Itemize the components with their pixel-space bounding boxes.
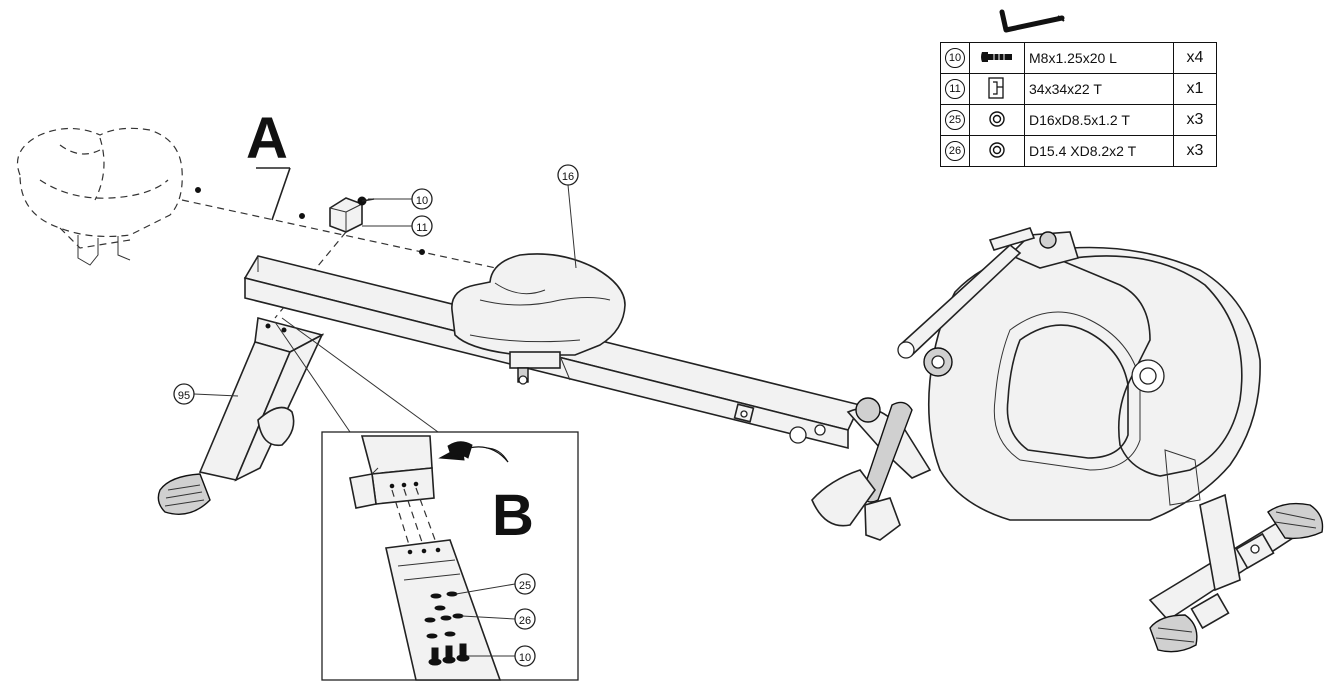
bracket-icon [988,76,1004,99]
hardware-qty: x1 [1173,73,1217,105]
flywheel-housing [927,231,1261,521]
callout-25 [514,573,536,595]
svg-text:11: 11 [416,222,427,234]
detail-inset-b: B [321,431,579,681]
hardware-row: 25 D16xD8.5x1.2 T x3 [940,104,1217,136]
screw-mark [299,213,305,219]
hardware-spec: 34x34x22 T [1024,73,1174,105]
washer-icon [989,141,1005,158]
callout-95 [173,383,195,405]
assembly-line-seat [181,199,506,271]
rail [243,255,862,450]
hardware-qty: x3 [1173,135,1217,167]
hardware-spec: D15.4 XD8.2x2 T [1024,135,1174,167]
hardware-spec: M8x1.25x20 L [1024,42,1174,74]
hardware-qty: x3 [1173,104,1217,136]
footrests [811,397,932,541]
hardware-qty: x4 [1173,42,1217,74]
svg-text:10: 10 [519,652,531,664]
svg-text:26: 26 [519,615,531,627]
callout-26 [514,608,536,630]
hardware-table: 10 M8x1.25x20 L x4 11 34x [940,42,1217,167]
hardware-row: 10 M8x1.25x20 L x4 [940,42,1217,74]
step-label-a: A [246,106,288,171]
screw-mark [419,249,425,255]
svg-text:16: 16 [562,171,574,183]
step-label-b: B [492,483,534,548]
allen-key-icon [999,9,1065,33]
rear-leg-part-95 [157,316,325,515]
bracket-part-11 [329,197,363,233]
handle-bar [897,227,1036,359]
step-a-leader [271,167,291,221]
svg-text:95: 95 [178,390,190,402]
tension-knob [923,347,953,377]
bolt-icon [981,51,1012,62]
part-number: 25 [945,110,965,130]
callout-10-detail [514,645,536,667]
screw-mark [195,187,201,193]
assembly-line-bracket [274,231,347,319]
callout-10-main [411,188,433,210]
callout-11 [411,215,433,237]
part-number: 11 [945,79,965,99]
callout-16 [557,164,579,186]
seat-exploded [16,127,183,266]
bolt-part-10 [357,196,375,206]
svg-text:25: 25 [519,580,531,592]
seat-part-16 [451,253,626,385]
part-number: 26 [945,141,965,161]
svg-text:10: 10 [416,195,428,207]
hardware-spec: D16xD8.5x1.2 T [1024,104,1174,136]
hardware-row: 11 34x34x22 T x1 [940,73,1217,105]
part-number: 10 [945,48,965,68]
hardware-row: 26 D15.4 XD8.2x2 T x3 [940,135,1217,167]
front-stabilizer [1148,493,1324,653]
washer-icon [989,110,1005,127]
